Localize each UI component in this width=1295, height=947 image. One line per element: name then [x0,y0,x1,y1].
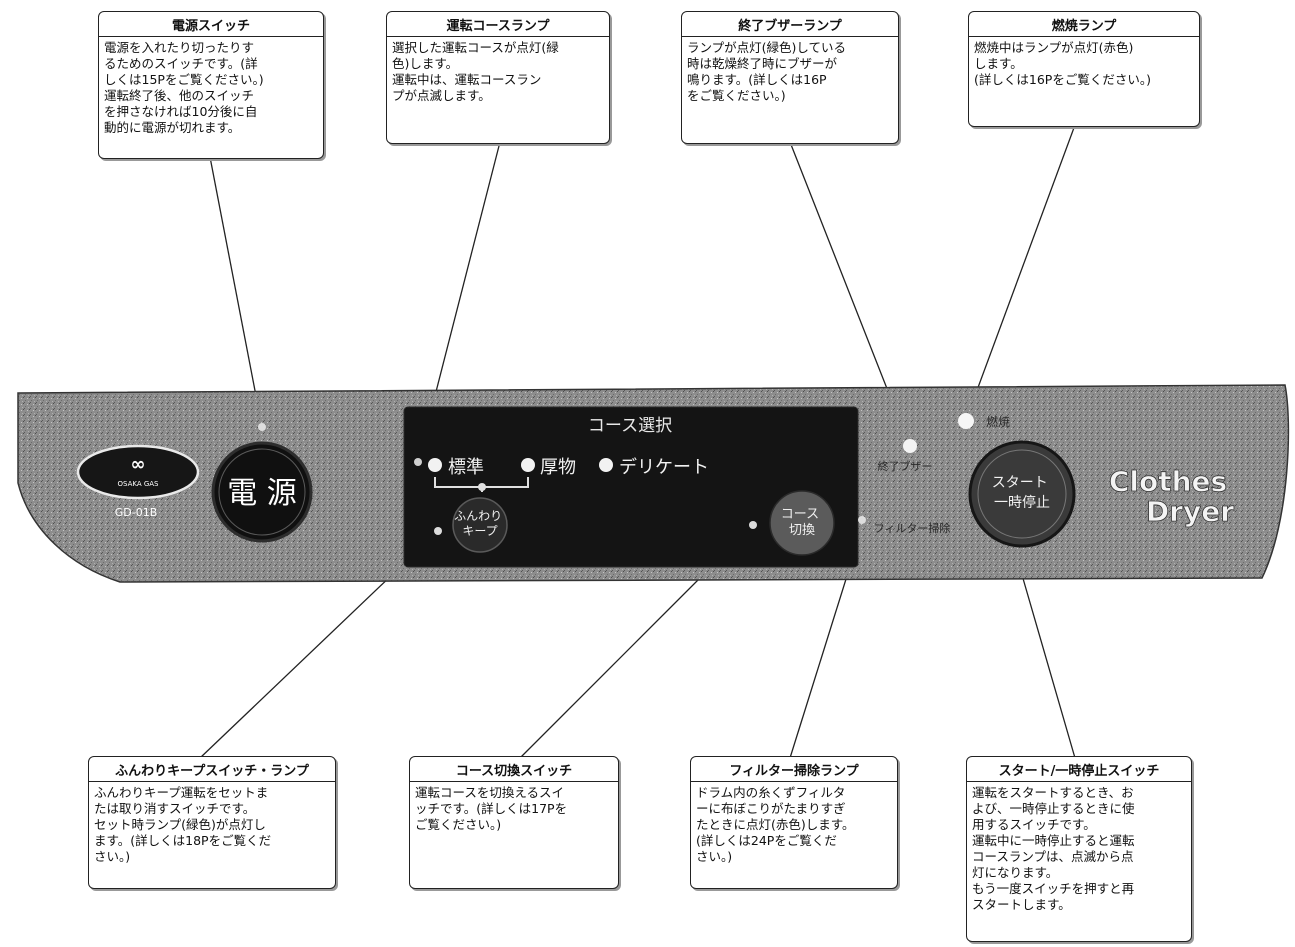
callout-burn-lamp-title: 燃焼ランプ [969,12,1199,37]
filter-lamp-icon [858,516,866,524]
course-lamp-standard-icon [414,458,422,466]
course-dot-standard-icon [428,458,442,472]
callout-start-switch-body: 運転をスタートするとき、お よび、一時停止するときに使 用するスイッチです。 運… [972,785,1135,912]
brand-clothes: Clothes [1109,465,1227,498]
callout-power-switch: 電源スイッチ 電源を入れたり切ったりす るためのスイッチです。(詳 しくは15P… [98,11,324,159]
callout-keep-switch: ふんわりキープスイッチ・ランプ ふんわりキープ運転をセットま たは取り消すスイッ… [88,756,336,889]
course-switch-line2: 切換 [789,523,815,538]
model-number: GD-01B [115,506,158,519]
keep-button-label: ふんわり キープ [454,509,506,538]
start-pause-button[interactable] [968,440,1076,548]
course-standard-label: 標準 [448,457,484,478]
callout-power-switch-title: 電源スイッチ [99,12,323,37]
power-button[interactable] [211,441,313,543]
course-delicate-label: デリケート [619,457,709,478]
keep-button[interactable] [452,497,508,553]
callout-power-switch-body: 電源を入れたり切ったりす るためのスイッチです。(詳 しくは15Pをご覧ください… [104,40,264,135]
start-pause-line1: スタート [992,475,1048,491]
keep-button-line2: キープ [462,524,497,538]
course-switch-button[interactable] [769,490,835,556]
course-select-window [403,406,859,568]
logo-mark-icon: ∞ [131,454,146,475]
power-indicator-icon [258,423,266,431]
callout-start-switch-title: スタート/一時停止スイッチ [967,757,1191,782]
callout-course-switch-title: コース切換スイッチ [410,757,618,782]
burn-label: 燃焼 [986,414,1010,429]
power-button-label: 電 源 [227,476,297,511]
keep-lamp-icon [478,483,486,491]
buzzer-lamp-icon [903,439,917,453]
course-dot-delicate-icon [599,458,613,472]
brand-dryer: Dryer [1146,495,1234,528]
callout-buzzer-lamp: 終了ブザーランプ ランプが点灯(緑色)している 時は乾燥終了時にブザーが 鳴りま… [681,11,899,144]
course-switch-line1: コース [781,507,819,522]
callout-burn-lamp-body: 燃焼中はランプが点灯(赤色) します。 (詳しくは16Pをご覧ください。) [974,40,1151,87]
callout-buzzer-lamp-title: 終了ブザーランプ [682,12,898,37]
callout-course-switch-body: 運転コースを切換えるスイ ッチです。(詳しくは17Pを ご覧ください。) [415,785,568,832]
course-dot-thick-icon [521,458,535,472]
callout-keep-switch-body: ふんわりキープ運転をセットま たは取り消すスイッチです。 セット時ランプ(緑色)… [94,785,272,864]
start-pause-ring [977,449,1067,539]
power-button-ring [218,448,306,536]
start-pause-line2: 一時停止 [994,494,1050,511]
callout-burn-lamp: 燃焼ランプ 燃焼中はランプが点灯(赤色) します。 (詳しくは16Pをご覧くださ… [968,11,1200,127]
callout-filter-lamp-title: フィルター掃除ランプ [691,757,897,782]
buzzer-label: 終了ブザー [878,459,933,473]
course-heading: コース選択 [588,416,672,436]
burn-lamp-icon [958,413,974,429]
callout-course-switch: コース切換スイッチ 運転コースを切換えるスイ ッチです。(詳しくは17Pを ご覧… [409,756,619,889]
callout-course-lamp-body: 選択した運転コースが点灯(緑 色)します。 運転中は、運転コースラン プが点滅し… [392,40,559,103]
course-switch-indicator-icon [749,521,757,529]
course-switch-label: コース 切換 [781,507,824,538]
course-thick-label: 厚物 [540,457,576,478]
callout-filter-lamp: フィルター掃除ランプ ドラム内の糸くずフィルタ ーに布ぼこりがたまりすぎ たとき… [690,756,898,889]
logo-brand-text: OSAKA GAS [117,480,159,488]
keep-button-line1: ふんわり [454,509,502,523]
callout-start-switch: スタート/一時停止スイッチ 運転をスタートするとき、お よび、一時停止するときに… [966,756,1192,942]
callout-course-lamp-title: 運転コースランプ [387,12,609,37]
callout-course-lamp: 運転コースランプ 選択した運転コースが点灯(緑 色)します。 運転中は、運転コー… [386,11,610,144]
start-pause-label: スタート 一時停止 [992,475,1052,511]
callout-keep-switch-title: ふんわりキープスイッチ・ランプ [89,757,335,782]
callout-filter-lamp-body: ドラム内の糸くずフィルタ ーに布ぼこりがたまりすぎ たときに点灯(赤色)します。… [696,785,855,864]
filter-label: フィルター掃除 [874,521,951,535]
callout-buzzer-lamp-body: ランプが点灯(緑色)している 時は乾燥終了時にブザーが 鳴ります。(詳しくは16… [687,40,847,103]
keep-indicator-icon [434,527,442,535]
osaka-gas-logo [76,444,200,500]
